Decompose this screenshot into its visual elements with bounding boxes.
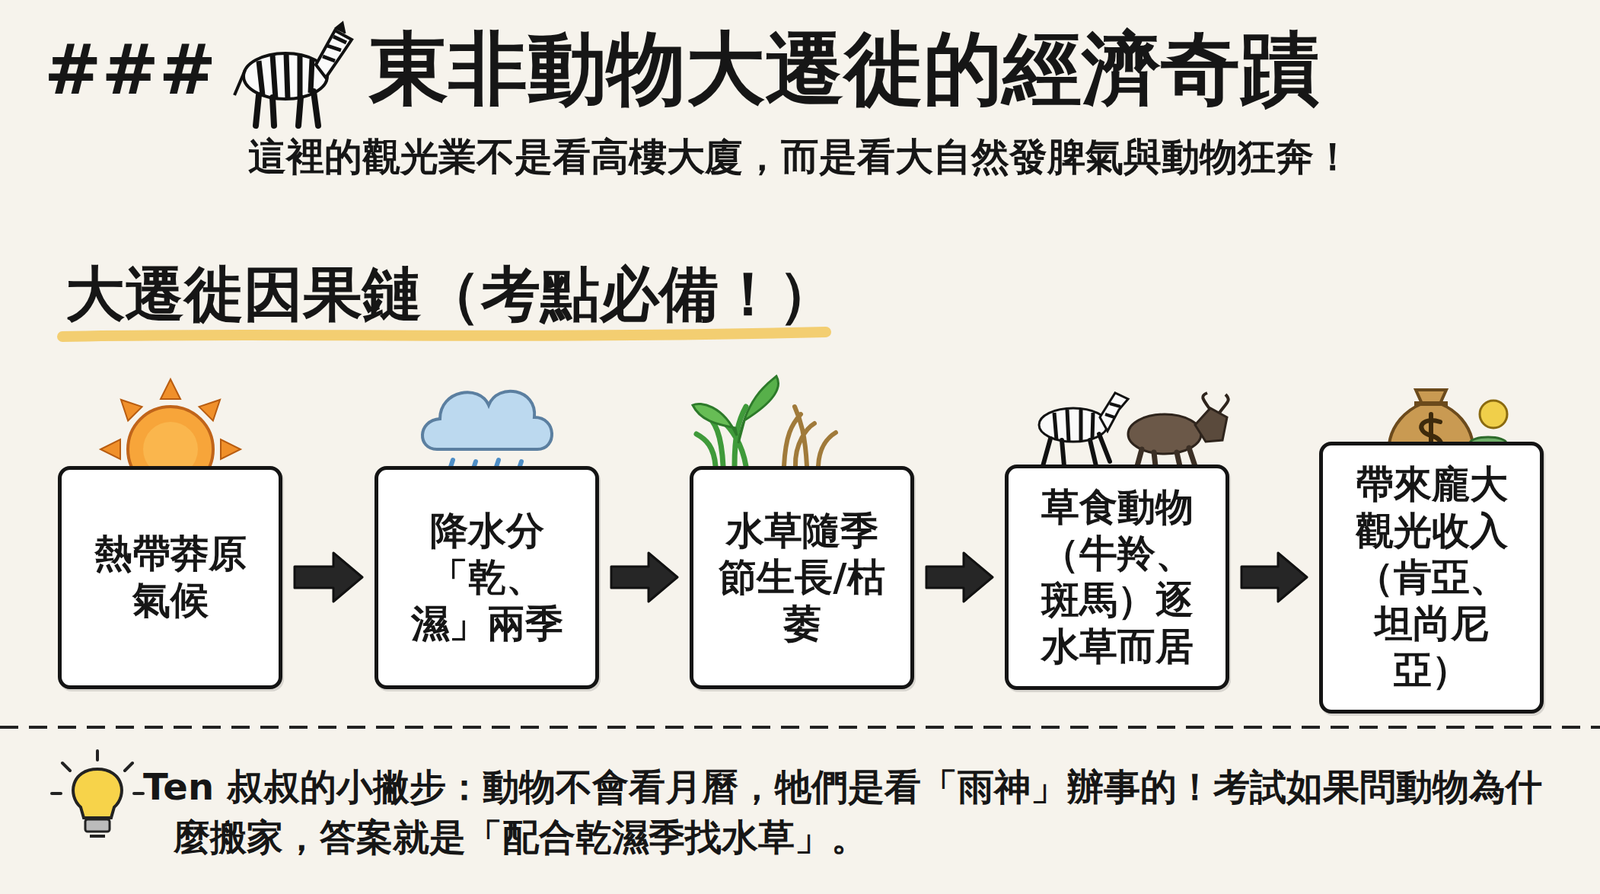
illustration-part: [1137, 447, 1196, 466]
grass-icon: [692, 376, 836, 466]
process-box: 熱帶莽原氣候: [57, 465, 283, 689]
zebra-icon: [234, 22, 352, 126]
process-box: 降水分「乾、濕」兩季: [374, 465, 600, 689]
subtitle: 這裡的觀光業不是看高樓大廈，而是看大自然發脾氣與動物狂奔！: [248, 133, 1352, 180]
illustration-part: [334, 22, 345, 34]
illustration-part: [422, 391, 552, 450]
illustration-part: [100, 439, 121, 459]
illustration-part: [1099, 392, 1129, 431]
illustration-part: [73, 768, 122, 818]
zebra-wildebeest-icon: [1039, 392, 1229, 466]
illustration-part: [1195, 407, 1228, 442]
illustration-part: [1054, 409, 1094, 442]
illustration-part: [85, 819, 110, 832]
illustration-part: [160, 379, 181, 399]
process-box: 帶來龐大觀光收入（肯亞、坦尚尼亞）: [1319, 441, 1544, 714]
process-box: 草食動物（牛羚、斑馬）逐水草而居: [1004, 464, 1230, 690]
box-text: 帶來龐大觀光收入（肯亞、坦尚尼亞）: [1339, 461, 1524, 694]
illustration-part: [89, 834, 106, 838]
illustration-part: [1105, 403, 1121, 418]
illustration-part: [1414, 401, 1448, 406]
box-text: 降水分「乾、濕」兩季: [395, 507, 579, 648]
block-arrow: [611, 552, 678, 602]
box-text: 草食動物（牛羚、斑馬）逐水草而居: [1025, 484, 1209, 670]
illustration-part: [255, 91, 319, 126]
illustration-part: [220, 439, 241, 459]
section-heading: 大遷徙因果鏈（考點必備！）: [65, 258, 838, 331]
illustration-part: [784, 406, 836, 466]
illustration-part: [1479, 400, 1508, 428]
highlight-brush: [62, 331, 826, 337]
illustration-part: [1042, 433, 1110, 466]
process-box: 水草隨季節生長/枯萎: [689, 465, 915, 689]
title: 東非動物大遷徙的經濟奇蹟: [369, 21, 1320, 117]
illustration-part: [1202, 392, 1228, 413]
illustration-part: [322, 36, 347, 61]
illustration-part: [114, 392, 143, 421]
lightbulb-icon: [51, 750, 144, 836]
hash-mark: ###: [44, 28, 217, 112]
illustration-part: [258, 53, 313, 99]
box-text: 熱帶莽原氣候: [78, 530, 262, 624]
illustration-part: [738, 376, 779, 444]
dashed-separator: [0, 725, 1600, 729]
illustration-part: [692, 403, 737, 436]
illustration-part: [315, 30, 352, 78]
box-text: 水草隨季節生長/枯萎: [710, 507, 894, 648]
tip-note: Ten 叔叔的小撇步：動物不會看月曆，牠們是看「雨神」辦事的！考試如果問動物為什…: [143, 761, 1559, 862]
illustration-part: [234, 70, 246, 96]
block-arrow: [926, 552, 993, 602]
block-arrow: [1241, 552, 1307, 602]
illustration-part: [51, 750, 144, 794]
block-arrow: [294, 552, 363, 602]
illustration-part: [198, 392, 227, 421]
illustration-part: [1039, 407, 1108, 442]
